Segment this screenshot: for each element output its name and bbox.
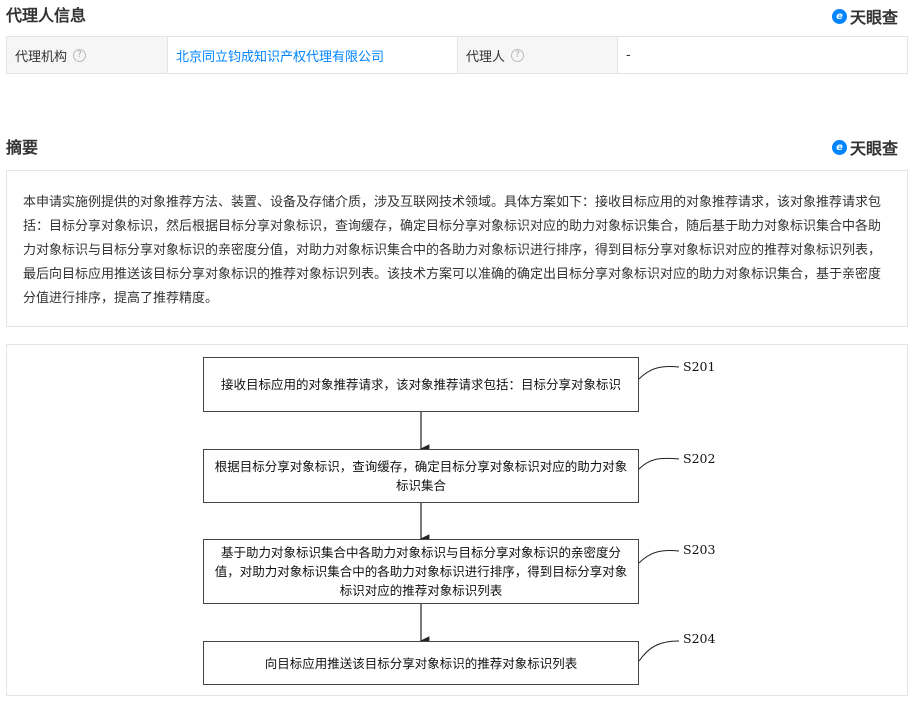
flow-step-s204: 向目标应用推送该目标分享对象标识的推荐对象标识列表: [203, 641, 639, 685]
abstract-figure: 接收目标应用的对象推荐请求，该对象推荐请求包括：目标分享对象标识 S201 根据…: [6, 344, 908, 696]
step-leader-line: [638, 640, 680, 662]
flow-step-s203: 基于助力对象标识集合中各助力对象标识与目标分享对象标识的亲密度分值，对助力对象标…: [203, 539, 639, 604]
abstract-box: 本申请实施例提供的对象推荐方法、装置、设备及存储介质，涉及互联网技术领域。具体方…: [6, 170, 908, 327]
flowchart-connectors: [419, 366, 680, 662]
step-id-s204: S204: [683, 631, 716, 646]
flow-step-text: 基于助力对象标识集合中各助力对象标识与目标分享对象标识的亲密度分值，对助力对象标…: [214, 545, 628, 598]
agent-label: 代理人: [466, 49, 506, 65]
tianyancha-logo-icon: e: [832, 139, 847, 155]
flow-step-s202: 根据目标分享对象标识，查询缓存，确定目标分享对象标识对应的助力对象标识集合: [203, 449, 639, 503]
abstract-section-title: 摘要: [6, 138, 39, 157]
step-id-s201: S201: [683, 359, 716, 374]
step-id-s203: S203: [683, 542, 716, 557]
tianyancha-logo-icon: e: [832, 8, 847, 24]
brand-name: 天眼查: [850, 139, 899, 158]
agency-label-cell: 代理机构 ?: [7, 37, 167, 73]
agency-link[interactable]: 北京同立钧成知识产权代理有限公司: [176, 49, 385, 65]
agent-value: -: [626, 47, 631, 63]
flow-step-text: 接收目标应用的对象推荐请求，该对象推荐请求包括：目标分享对象标识: [220, 377, 621, 392]
question-circle-icon[interactable]: ?: [73, 48, 87, 62]
agency-value-cell: 北京同立钧成知识产权代理有限公司: [167, 37, 457, 73]
agency-label: 代理机构: [15, 49, 68, 65]
flow-step-s201: 接收目标应用的对象推荐请求，该对象推荐请求包括：目标分享对象标识: [203, 357, 639, 412]
brand-name: 天眼查: [850, 8, 899, 27]
agent-table: 代理机构 ? 北京同立钧成知识产权代理有限公司 代理人 ? -: [6, 36, 908, 74]
abstract-text: 本申请实施例提供的对象推荐方法、装置、设备及存储介质，涉及互联网技术领域。具体方…: [23, 195, 882, 306]
question-circle-icon[interactable]: ?: [511, 48, 525, 62]
brand-logo[interactable]: e 天眼查: [832, 4, 898, 28]
step-leader-line: [638, 457, 680, 470]
step-id-s202: S202: [683, 451, 716, 466]
step-leader-line: [638, 366, 680, 380]
agent-section-title: 代理人信息: [6, 6, 87, 25]
agent-value-cell: -: [617, 37, 907, 73]
brand-logo[interactable]: e 天眼查: [832, 135, 898, 159]
agent-label-cell: 代理人 ?: [457, 37, 617, 73]
flow-step-text: 向目标应用推送该目标分享对象标识的推荐对象标识列表: [264, 655, 578, 671]
flow-step-text: 根据目标分享对象标识，查询缓存，确定目标分享对象标识对应的助力对象标识集合: [214, 459, 628, 493]
step-leader-line: [638, 550, 680, 564]
